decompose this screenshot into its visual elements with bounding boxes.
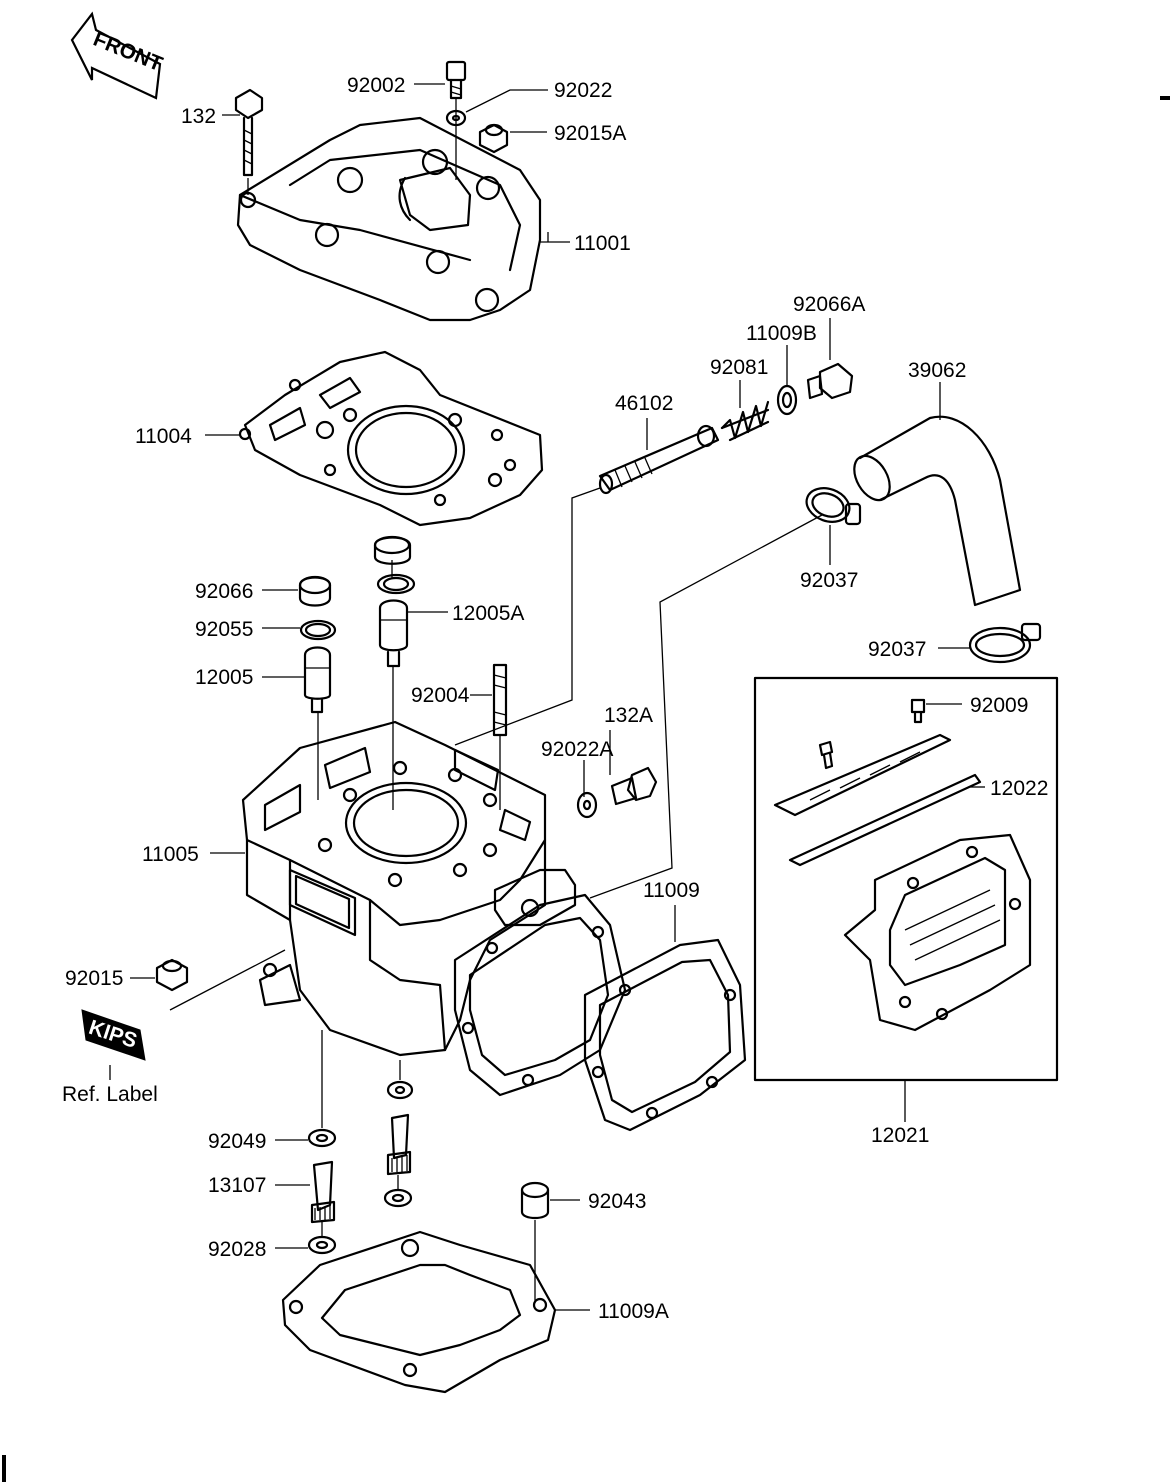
dowel-92043 [520, 1181, 550, 1220]
label-12022: 12022 [990, 777, 1048, 800]
label-92009: 92009 [970, 694, 1028, 717]
leader-lines [109, 83, 985, 1311]
label-13107: 13107 [208, 1174, 266, 1197]
label-92022: 92022 [554, 79, 612, 102]
valve-12005 [303, 646, 332, 714]
label-92022a: 92022A [541, 738, 613, 761]
label-11004: 11004 [135, 425, 192, 448]
cylinder-head [236, 116, 542, 322]
bolt-132 [234, 88, 264, 177]
clamp-92037-lower [968, 622, 1042, 664]
spring-92081 [720, 400, 770, 442]
base-gasket-11009a [281, 1230, 557, 1394]
intake-gasket-11009 [583, 938, 747, 1132]
label-92028: 92028 [208, 1238, 266, 1261]
oring-top [376, 573, 416, 595]
head-gasket [238, 350, 544, 527]
label-92002: 92002 [347, 74, 405, 97]
label-ref: Ref. Label [62, 1083, 158, 1106]
label-92015: 92015 [65, 967, 123, 990]
label-11009: 11009 [643, 879, 700, 902]
stud-92004 [492, 663, 508, 737]
label-92037-upper: 92037 [800, 569, 858, 592]
part-labels: 132 92002 92022 92015A 11001 92066A 1100… [62, 74, 1048, 1323]
kips-label: KIPS [81, 1009, 146, 1061]
label-132a: 132A [604, 704, 653, 727]
washer-11009b [776, 384, 798, 416]
label-11005: 11005 [142, 843, 199, 866]
edge-mark-right [1160, 96, 1170, 100]
bolt-92002 [445, 60, 467, 100]
washer-92022a [576, 791, 598, 819]
label-92066: 92066 [195, 580, 253, 603]
front-arrow: FRONT [70, 11, 166, 100]
washer-92028 [307, 1235, 337, 1255]
label-92043: 92043 [588, 1190, 646, 1213]
bolt-132a [610, 766, 658, 806]
label-39062: 39062 [908, 359, 966, 382]
label-92049: 92049 [208, 1130, 266, 1153]
nut-92015a [478, 123, 509, 154]
clamp-92037-upper [805, 487, 862, 526]
shaft-upper [386, 1113, 412, 1176]
cap-92066 [298, 575, 332, 607]
label-92081: 92081 [710, 356, 768, 379]
rod-46102 [598, 424, 720, 495]
cap-top [373, 535, 412, 565]
cylinder [241, 720, 577, 1057]
label-92066a: 92066A [793, 293, 865, 316]
reed-valve-box [753, 676, 1059, 1082]
label-92015a: 92015A [554, 122, 626, 145]
label-12005: 12005 [195, 666, 253, 689]
label-12021: 12021 [871, 1124, 929, 1147]
washer-lower [383, 1188, 413, 1208]
label-11009a: 11009A [598, 1300, 669, 1323]
label-46102: 46102 [615, 392, 673, 415]
label-11001: 11001 [574, 232, 631, 255]
label-132: 132 [181, 105, 216, 128]
label-92055: 92055 [195, 618, 253, 641]
oring-92055 [299, 619, 337, 641]
label-92037-lower: 92037 [868, 638, 926, 661]
edge-mark-left [2, 1455, 6, 1482]
hose-39062 [853, 415, 1022, 607]
shaft-13107 [310, 1160, 336, 1224]
valve-12005a [378, 599, 409, 668]
washer-upper [386, 1080, 414, 1100]
label-92004: 92004 [411, 684, 470, 707]
plug-92066a [806, 362, 854, 400]
nut-92015 [155, 958, 189, 992]
label-12005a: 12005A [452, 602, 524, 625]
washer-92049 [307, 1128, 337, 1148]
label-11009b: 11009B [746, 322, 817, 345]
